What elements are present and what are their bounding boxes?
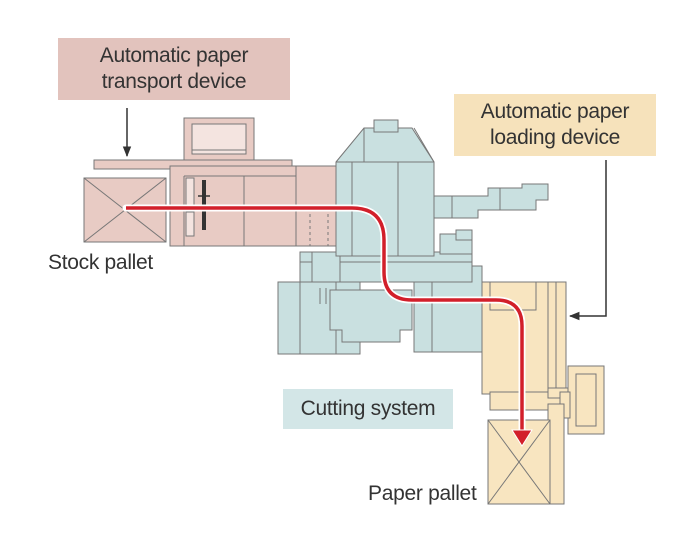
loading-label-box: [454, 94, 656, 156]
stock-pallet-label: Stock pallet: [48, 251, 153, 274]
transport-device-label: Automatic paper transport device: [58, 38, 290, 100]
loading-label-line1: Automatic paper: [480, 100, 630, 123]
paper-pallet-label: Paper pallet: [368, 482, 477, 505]
cutting-system-label: Cutting system: [300, 397, 436, 420]
loading-device-label: Automatic paper loading device: [454, 94, 656, 156]
transport-label-box: [58, 38, 290, 100]
transport-label-line1: Automatic paper: [99, 44, 249, 67]
transport-label-line2: transport device: [101, 70, 247, 93]
loading-label-line2: loading device: [489, 126, 621, 149]
loading-pointer: [568, 160, 607, 321]
cutting-label-box: [283, 389, 453, 429]
paper-flow-arrow: [122, 204, 533, 447]
